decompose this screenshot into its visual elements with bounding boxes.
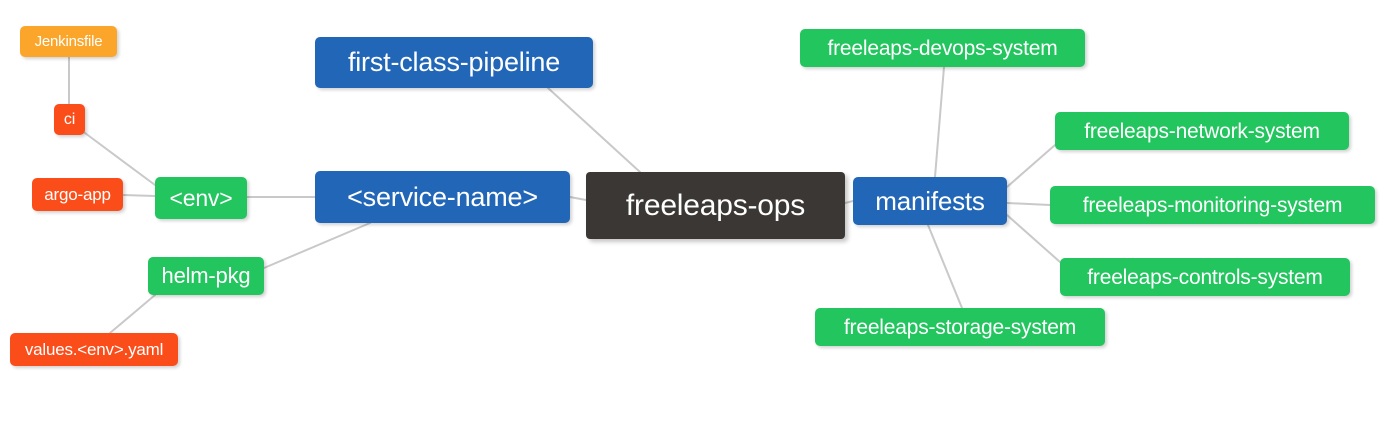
mindmap-edge — [122, 194, 156, 197]
mindmap-edge — [927, 224, 963, 309]
mindmap-edge — [934, 66, 945, 178]
mindmap-node-label: Jenkinsfile — [34, 33, 103, 50]
mindmap-node-label: <env> — [169, 184, 233, 211]
mindmap-node-argo-app[interactable]: argo-app — [32, 178, 123, 211]
mindmap-node-freeleaps-controls-system[interactable]: freeleaps-controls-system — [1060, 258, 1350, 296]
mindmap-node-service-name[interactable]: <service-name> — [315, 171, 570, 223]
mindmap-node-label: freeleaps-storage-system — [843, 315, 1077, 339]
mindmap-node-label: argo-app — [44, 185, 111, 204]
mindmap-node-label: freeleaps-devops-system — [827, 36, 1058, 60]
mindmap-node-freeleaps-monitoring-system[interactable]: freeleaps-monitoring-system — [1050, 186, 1375, 224]
mindmap-node-label: ci — [63, 110, 76, 128]
mindmap-edge — [569, 196, 587, 201]
mindmap-edge — [844, 200, 854, 204]
mindmap-node-ci[interactable]: ci — [54, 104, 85, 135]
mindmap-node-label: values.<env>.yaml — [24, 340, 164, 359]
mindmap-node-helm-pkg[interactable]: helm-pkg — [148, 257, 264, 295]
mindmap-node-label: <service-name> — [347, 181, 538, 212]
mindmap-node-label: freeleaps-monitoring-system — [1082, 193, 1343, 217]
mindmap-node-freeleaps-network-system[interactable]: freeleaps-network-system — [1055, 112, 1349, 150]
mindmap-edge — [547, 87, 641, 173]
mindmap-node-env[interactable]: <env> — [155, 177, 247, 219]
mindmap-node-values-yaml[interactable]: values.<env>.yaml — [10, 333, 178, 366]
mindmap-edge — [109, 294, 156, 334]
mindmap-edge — [1006, 144, 1056, 188]
mindmap-node-label: freeleaps-ops — [625, 188, 806, 222]
mindmap-node-label: freeleaps-controls-system — [1087, 265, 1323, 289]
mindmap-node-freeleaps-ops[interactable]: freeleaps-ops — [586, 172, 845, 239]
mindmap-node-first-class-pipeline[interactable]: first-class-pipeline — [315, 37, 593, 88]
mindmap-node-jenkinsfile[interactable]: Jenkinsfile — [20, 26, 117, 57]
mindmap-node-manifests[interactable]: manifests — [853, 177, 1007, 225]
mindmap-node-label: helm-pkg — [161, 263, 251, 288]
mindmap-node-label: freeleaps-network-system — [1084, 119, 1320, 143]
mindmap-node-label: manifests — [875, 186, 985, 216]
mindmap-node-freeleaps-storage-system[interactable]: freeleaps-storage-system — [815, 308, 1105, 346]
mindmap-node-freeleaps-devops-system[interactable]: freeleaps-devops-system — [800, 29, 1085, 67]
mindmap-node-label: first-class-pipeline — [347, 47, 561, 77]
mindmap-edge — [263, 222, 371, 269]
mindmap-edge — [1006, 202, 1051, 206]
